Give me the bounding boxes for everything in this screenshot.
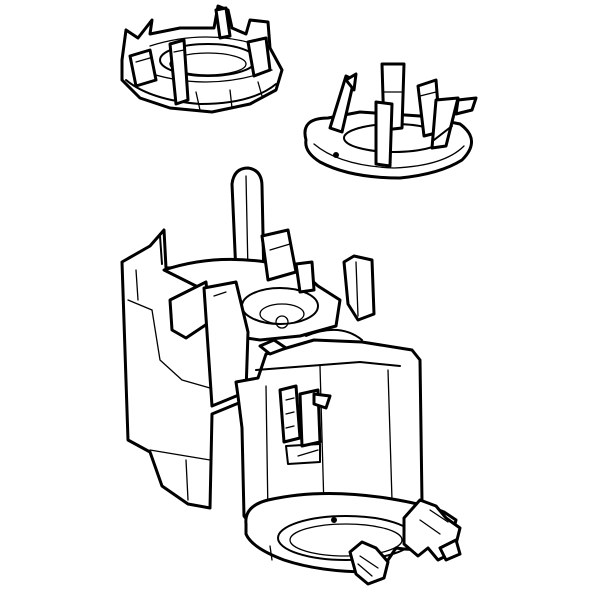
valve-housing-part [120, 166, 462, 586]
clip-ring-part [303, 62, 478, 180]
ring-cap-part [120, 4, 284, 114]
